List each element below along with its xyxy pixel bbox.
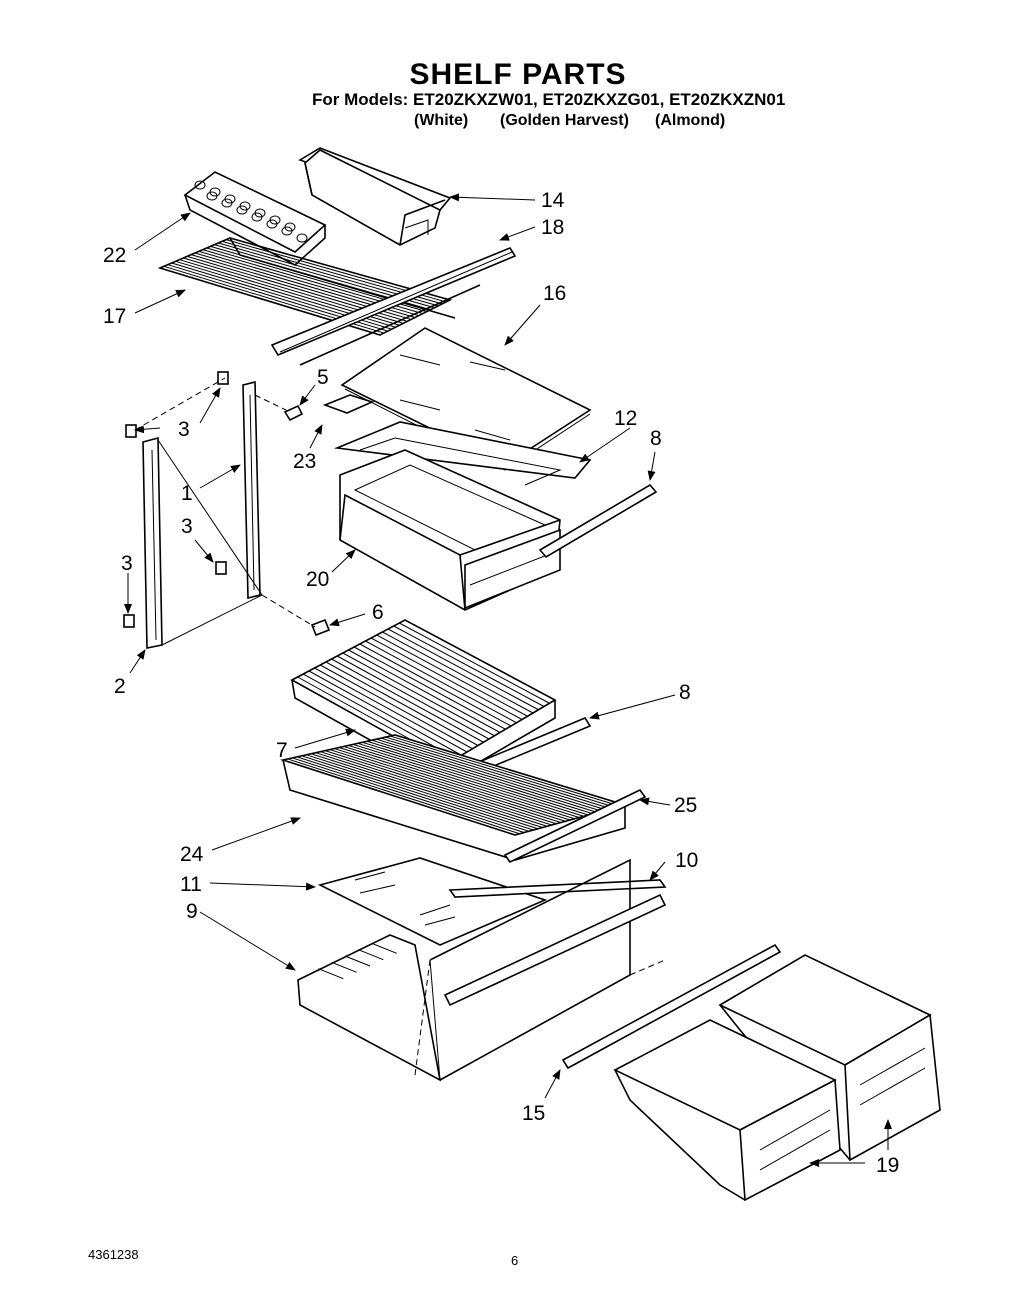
part-10-rail [448, 879, 667, 898]
callout-11: 11 [180, 873, 202, 896]
part-3-clips [123, 371, 229, 628]
callout-labels: 14 18 22 17 16 5 3 23 12 8 1 3 3 20 6 2 … [103, 189, 899, 1177]
callout-12: 12 [614, 407, 637, 430]
callout-2: 2 [114, 675, 126, 698]
color-golden-harvest: (Golden Harvest) [500, 112, 629, 129]
part-18-rail [270, 247, 517, 366]
part-19-crisper-drawers [613, 954, 941, 1202]
page-title: SHELF PARTS [409, 58, 627, 91]
callout-16: 16 [543, 282, 566, 305]
color-almond: (Almond) [655, 112, 726, 129]
callout-25: 25 [674, 794, 697, 817]
callout-23: 23 [293, 450, 316, 473]
part-1-support [242, 380, 261, 600]
part-5-screw [283, 404, 304, 422]
part-12-crisper-frame [333, 421, 592, 486]
part-11-glass [317, 857, 548, 946]
callout-3-low: 3 [121, 552, 133, 575]
callout-20: 20 [306, 568, 329, 591]
part-8-rail-upper [538, 483, 658, 559]
callout-19: 19 [876, 1154, 899, 1177]
callout-10: 10 [675, 849, 698, 872]
part-20-meat-drawer [339, 449, 561, 611]
callout-3-mid: 3 [181, 515, 193, 538]
part-15-rail [561, 943, 782, 1070]
callout-1: 1 [181, 482, 193, 505]
callout-22: 22 [103, 244, 126, 267]
callout-9: 9 [186, 900, 198, 923]
callout-leaders [124, 193, 892, 1167]
callout-3: 3 [178, 418, 190, 441]
callout-5: 5 [317, 366, 329, 389]
page-number: 6 [511, 1253, 519, 1268]
part-9-crisper-frame [297, 858, 667, 1082]
part-14-bin [298, 147, 452, 246]
part-17-wire-shelf [157, 237, 456, 336]
part-6-screw [310, 618, 331, 637]
callout-8-upper: 8 [650, 427, 662, 450]
callout-14: 14 [541, 189, 565, 212]
part-2-support [142, 436, 263, 649]
callout-24: 24 [180, 843, 204, 866]
callout-8-lower: 8 [679, 681, 691, 704]
callout-15: 15 [522, 1102, 545, 1125]
callout-17: 17 [103, 305, 126, 328]
part-24-shelf [279, 734, 628, 861]
callout-7: 7 [276, 739, 288, 762]
document-number: 4361238 [88, 1247, 139, 1262]
color-white: (White) [414, 112, 469, 129]
callout-6: 6 [372, 601, 384, 624]
part-25-rail [503, 788, 647, 864]
callout-18: 18 [541, 216, 564, 239]
part-23-bracket [322, 394, 375, 414]
models-line: For Models: ET20ZKXZW01, ET20ZKXZG01, ET… [312, 90, 786, 109]
